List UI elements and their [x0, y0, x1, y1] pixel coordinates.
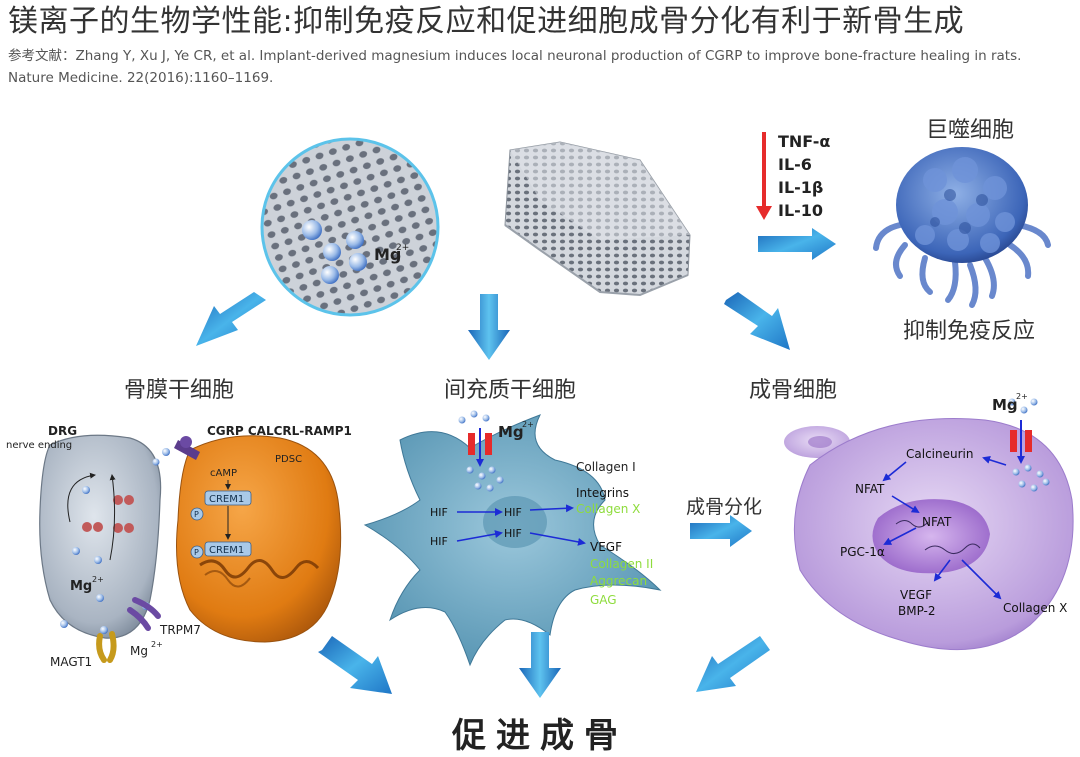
label-pgc: PGC-1α [840, 545, 885, 559]
arrow-left-to-final-icon [318, 636, 392, 694]
label-p-a: P [194, 510, 199, 519]
label-crem1-b: CREM1 [209, 545, 244, 556]
label-calcineurin: Calcineurin [906, 447, 973, 461]
label-hif-2: HIF [430, 535, 448, 548]
label-vegf-mid: VEGF [590, 540, 622, 554]
label-vegf-right: VEGF [900, 588, 932, 602]
label-osteoblast: 成骨细胞 [749, 378, 838, 403]
label-collagen-x-right: Collagen X [1003, 601, 1067, 615]
label-trpm7: TRPM7 [159, 623, 201, 637]
label-bmp2: BMP-2 [898, 604, 936, 618]
cytokine-block: TNF-α IL-6 IL-1β IL-10 [756, 132, 830, 220]
cytokine-il6: IL-6 [778, 155, 812, 174]
label-mg-left: Mg [70, 579, 92, 594]
cytokine-il10: IL-10 [778, 201, 823, 220]
mg-ion-label: Mg [374, 245, 401, 264]
label-camp: cAMP [210, 468, 237, 479]
arrow-to-osteoblast-icon [724, 292, 790, 350]
periosteal-panel: DRG nerve ending CGRP CALCRL-RAMP1 PDSC … [6, 424, 352, 669]
reference-prefix: 参考文献： [8, 48, 76, 64]
label-mg-mid: Mg [498, 423, 524, 441]
reference-text: Zhang Y, Xu J, Ye CR, et al. Implant-der… [8, 48, 1022, 86]
arrow-right-to-final-icon [696, 636, 770, 692]
scaffold-implant [504, 141, 691, 297]
label-nfat-2: NFAT [922, 515, 952, 529]
label-nfat-1: NFAT [855, 482, 885, 496]
label-mg-right-charge: 2+ [1016, 392, 1028, 401]
label-crem1-a: CREM1 [209, 494, 244, 505]
label-osteogenic-differentiation: 成骨分化 [686, 496, 763, 518]
label-mg-mid-charge: 2+ [522, 420, 534, 429]
arrow-to-periosteal-icon [196, 292, 266, 346]
label-collagen-x-mid: Collagen X [576, 502, 640, 516]
label-p-b: P [194, 548, 199, 557]
macrophage-illustration [873, 147, 1051, 308]
arrow-middle-to-final-icon [519, 632, 561, 698]
label-hif-3: HIF [504, 506, 522, 519]
cytokine-tnf: TNF-α [778, 132, 830, 151]
arrow-to-macrophage-icon [758, 228, 836, 260]
label-integrins: Integrins [576, 486, 629, 500]
reference: 参考文献：Zhang Y, Xu J, Ye CR, et al. Implan… [8, 45, 1070, 89]
label-drg: DRG [48, 424, 77, 438]
label-mg-left-charge: 2+ [92, 575, 104, 584]
label-collagen-1: Collagen I [576, 460, 636, 474]
label-hif-4: HIF [504, 527, 522, 540]
label-magt1: MAGT1 [50, 655, 92, 669]
arrow-to-mesenchymal-icon [468, 294, 510, 360]
mesenchymal-panel: Mg 2+ HIF HIF HIF HIF Collagen I Integri… [363, 410, 662, 667]
page-title: 镁离子的生物学性能:抑制免疫反应和促进细胞成骨分化有利于新骨生成 [8, 4, 965, 39]
label-mg-right: Mg [992, 396, 1018, 414]
label-mesenchymal-stem-cell: 间充质干细胞 [444, 378, 577, 403]
osteoblast-panel: Mg 2+ Calcineurin NFAT NFAT PGC-1α VEGF … [784, 392, 1074, 651]
arrow-differentiation-icon [690, 515, 752, 547]
scaffold-closeup: Mg 2+ [239, 116, 461, 338]
label-periosteal-stem-cell: 骨膜干细胞 [124, 378, 235, 403]
mg-ion-cluster [302, 220, 367, 284]
label-promote-osteogenesis: 促进成骨 [452, 716, 628, 756]
down-arrow-icon [756, 206, 772, 220]
label-aggrecan: Aggrecan [590, 574, 647, 588]
label-hif-1: HIF [430, 506, 448, 519]
label-mg-channel: Mg [130, 644, 148, 658]
label-pdsc: PDSC [275, 454, 302, 465]
label-nerve-ending: nerve ending [6, 440, 72, 451]
label-cgrp: CGRP CALCRL-RAMP1 [207, 424, 352, 438]
cytokine-il1b: IL-1β [778, 178, 823, 197]
mg-ion-charge: 2+ [396, 243, 409, 253]
label-collagen-2: Collagen II [590, 557, 653, 571]
label-gag: GAG [590, 593, 617, 607]
label-mg-channel-charge: 2+ [151, 640, 163, 649]
label-macrophage: 巨噬细胞 [926, 118, 1015, 143]
label-immune-inhibition: 抑制免疫反应 [903, 319, 1036, 344]
